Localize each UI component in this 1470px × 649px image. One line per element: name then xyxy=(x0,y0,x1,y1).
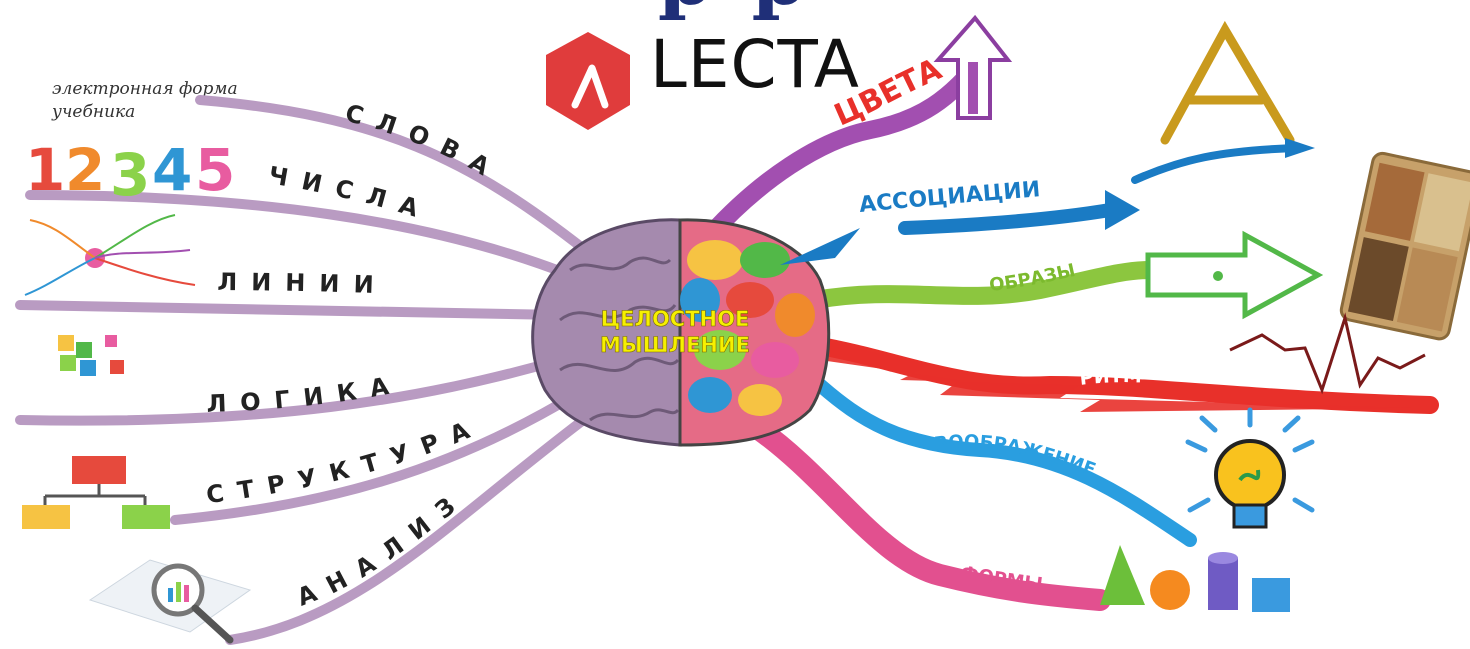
branch-linii-stroke xyxy=(15,300,565,320)
branch-logika-stroke xyxy=(15,355,565,426)
center-label-line-1: ЦЕЛОСТНОЕ xyxy=(601,307,750,331)
branch-assotsiatsii-upper xyxy=(1131,144,1304,184)
magnifier-chart-icon xyxy=(88,559,252,644)
svg-text:4: 4 xyxy=(152,136,192,204)
lightbulb-icon xyxy=(1185,407,1315,529)
branch-slova-stroke xyxy=(195,95,590,255)
chain-letter-a-icon xyxy=(1160,20,1295,145)
label-slova: СЛОВА xyxy=(342,99,506,188)
arrow-right-icon xyxy=(1145,230,1324,320)
mind-map-icon xyxy=(24,214,196,296)
brain-folds xyxy=(559,256,680,422)
brain-graphic: ЦЕЛОСТНОЕ МЫШЛЕНИЕ xyxy=(531,218,831,447)
label-ritm: РИТМ xyxy=(1078,365,1142,390)
branch-formy-stroke xyxy=(749,419,1111,611)
heartbeat-icon xyxy=(1229,312,1426,395)
branch-analiz-stroke xyxy=(225,410,595,645)
branch-tsveta-stroke xyxy=(701,46,994,244)
svg-text:1: 1 xyxy=(25,136,65,204)
svg-text:3: 3 xyxy=(110,141,150,209)
branch-chisla-stroke xyxy=(25,190,575,280)
svg-text:2: 2 xyxy=(65,136,105,204)
center-label-line-2: МЫШЛЕНИЕ xyxy=(600,333,750,357)
caption-line-2: учебника xyxy=(52,102,136,122)
svg-text:5: 5 xyxy=(195,136,235,204)
picture-cards-icon xyxy=(1339,151,1470,341)
label-logika: ЛОГИКА xyxy=(206,369,405,418)
brain-left-hemisphere xyxy=(531,218,682,447)
shapes-icon xyxy=(1100,545,1290,612)
lecta-logo-mark xyxy=(546,32,630,130)
label-assotsiatsii: АССОЦИАЦИИ xyxy=(858,177,1041,218)
header-title: р р xyxy=(0,0,1470,17)
brain-color-lobes xyxy=(680,240,815,416)
arrow-up-icon xyxy=(933,14,1013,120)
assotsiatsii-upper-head xyxy=(1285,138,1315,158)
lecta-logo-text: LECTA xyxy=(650,26,860,103)
branch-obrazy-stroke xyxy=(806,261,1159,309)
label-linii: ЛИНИИ xyxy=(217,268,388,299)
numbers-art-icon: 1 2 3 4 5 xyxy=(25,136,235,209)
assotsiatsii-small-arrow xyxy=(780,228,860,265)
label-voobrazhenie: ВООБРАЖЕНИЕ xyxy=(933,431,1098,480)
assotsiatsii-arrow-head xyxy=(1105,190,1140,230)
ritm-zigzag xyxy=(820,340,1430,412)
branch-voobrazhenie-stroke xyxy=(813,378,1197,547)
caption-line-1: электронная форма xyxy=(52,79,238,99)
puzzle-icon xyxy=(58,335,124,376)
branch-struktura-stroke xyxy=(170,390,580,525)
left-branches xyxy=(15,95,595,645)
caption-text: электронная форма учебника xyxy=(52,78,292,124)
branch-assotsiatsii-stroke xyxy=(898,203,1117,235)
org-chart-icon xyxy=(22,456,170,529)
